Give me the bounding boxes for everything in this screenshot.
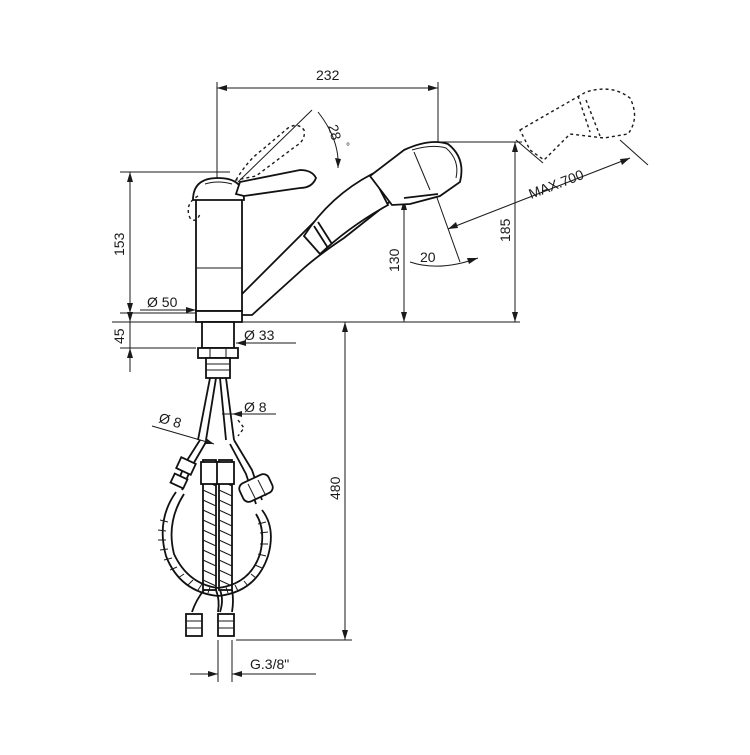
dimension-label-d8-left: Ø 8 <box>157 410 183 432</box>
base-flange <box>195 310 243 323</box>
degree-mark: ° <box>346 142 350 153</box>
dimension-hose-extension: MAX.700 <box>447 139 649 230</box>
dimension-total-height: 185 <box>440 141 522 322</box>
dimension-hose-diameter-left: Ø 8 <box>151 410 215 445</box>
dimension-label-d50: Ø 50 <box>147 294 178 310</box>
body-cap <box>192 177 245 201</box>
dimension-label-thread: G.3/8" <box>250 656 289 672</box>
dimension-label-d33: Ø 33 <box>244 327 275 343</box>
dimension-handle-angle: 28 ° <box>237 109 350 183</box>
fitting-left <box>185 613 203 637</box>
lever-handle-open <box>234 124 306 181</box>
lever-handle <box>234 169 317 197</box>
faucet-body <box>187 124 463 323</box>
spray-head <box>368 141 463 206</box>
dimension-label-20: 20 <box>420 249 436 265</box>
dimension-label-185: 185 <box>497 218 513 242</box>
dimension-label-130: 130 <box>386 248 402 272</box>
main-column <box>195 195 243 312</box>
dimension-label-max700: MAX.700 <box>526 166 586 202</box>
braided-hose-right <box>218 459 233 591</box>
hose-weight-clip <box>238 473 274 503</box>
dimension-label-232: 232 <box>316 67 340 83</box>
mounting-nut <box>197 347 239 359</box>
supply-hoses <box>157 377 274 637</box>
dimension-label-153: 153 <box>111 232 127 256</box>
dimension-label-480: 480 <box>327 476 343 500</box>
dimension-label-45: 45 <box>111 328 127 344</box>
dimension-width-top: 232 <box>216 67 439 185</box>
dimension-spray-angle: 20 <box>409 194 479 267</box>
dimension-spout-height: 130 <box>386 200 407 322</box>
dimension-thread: G.3/8" <box>190 640 316 682</box>
dimension-label-d8-right: Ø 8 <box>244 399 267 415</box>
dimension-hose-length: 480 <box>236 321 352 641</box>
dimension-diameter-shank: Ø 33 <box>236 327 296 346</box>
dimension-deck-thickness: 45 <box>111 300 196 372</box>
fitting-right <box>217 613 235 637</box>
mounting-shank <box>197 321 239 379</box>
dimension-height-left: 153 <box>111 171 230 314</box>
dimension-label-28: 28 <box>325 123 345 142</box>
extended-spray-head <box>519 88 636 161</box>
dimension-diameter-base: Ø 50 <box>140 294 196 313</box>
